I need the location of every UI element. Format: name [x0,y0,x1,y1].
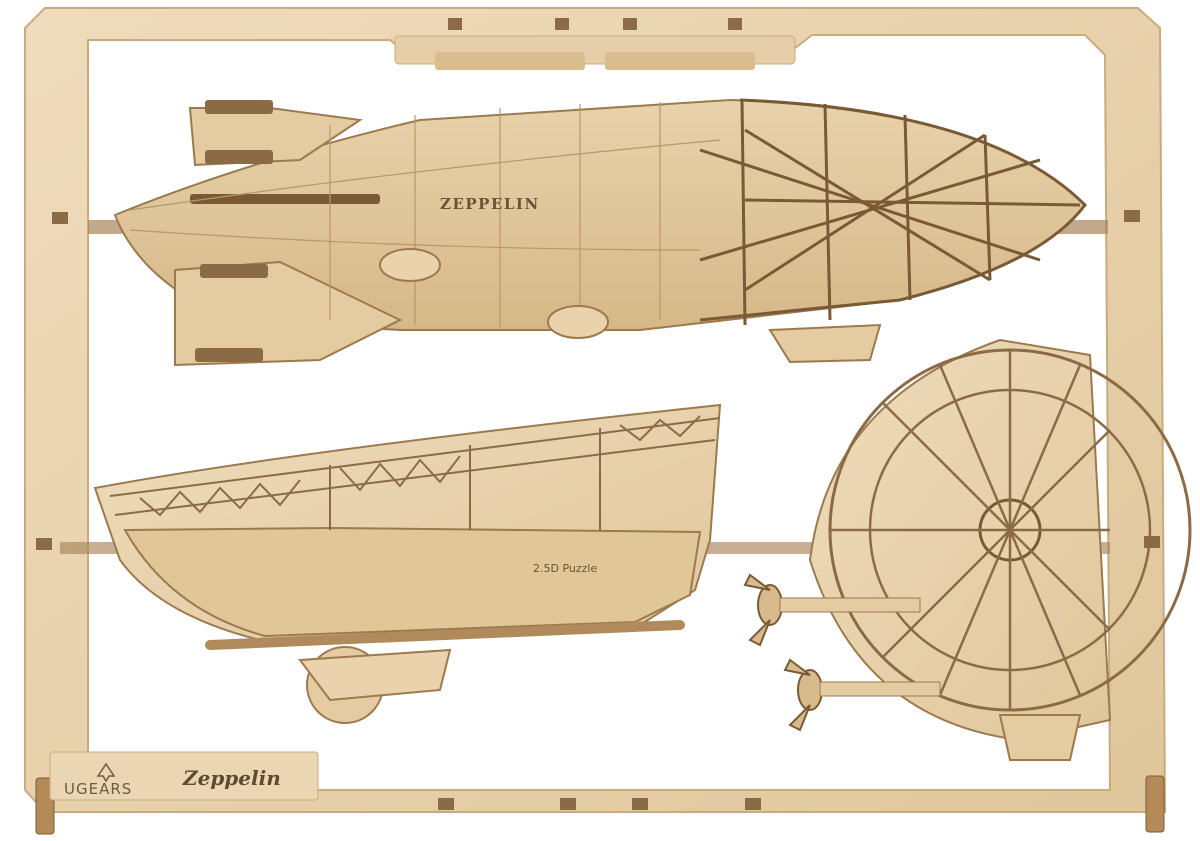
zeppelin-hull-piece [88,98,1108,367]
frame-top-tab-slot [605,52,755,70]
hull-engraving: ZEPPELIN [440,195,540,213]
gondola-piece [60,403,1110,724]
frame-notches [36,18,1160,810]
brand-plate [49,751,319,801]
stand-leg-right [1145,775,1165,833]
frame-top-tab-slot [435,52,585,70]
model-label: Zeppelin [183,766,281,790]
brand-label: UGEARS [64,780,133,798]
gondola-engraving: 2.5D Puzzle [533,562,598,575]
ugears-logo-icon [96,762,116,783]
nose-wheel-piece [743,338,1192,761]
